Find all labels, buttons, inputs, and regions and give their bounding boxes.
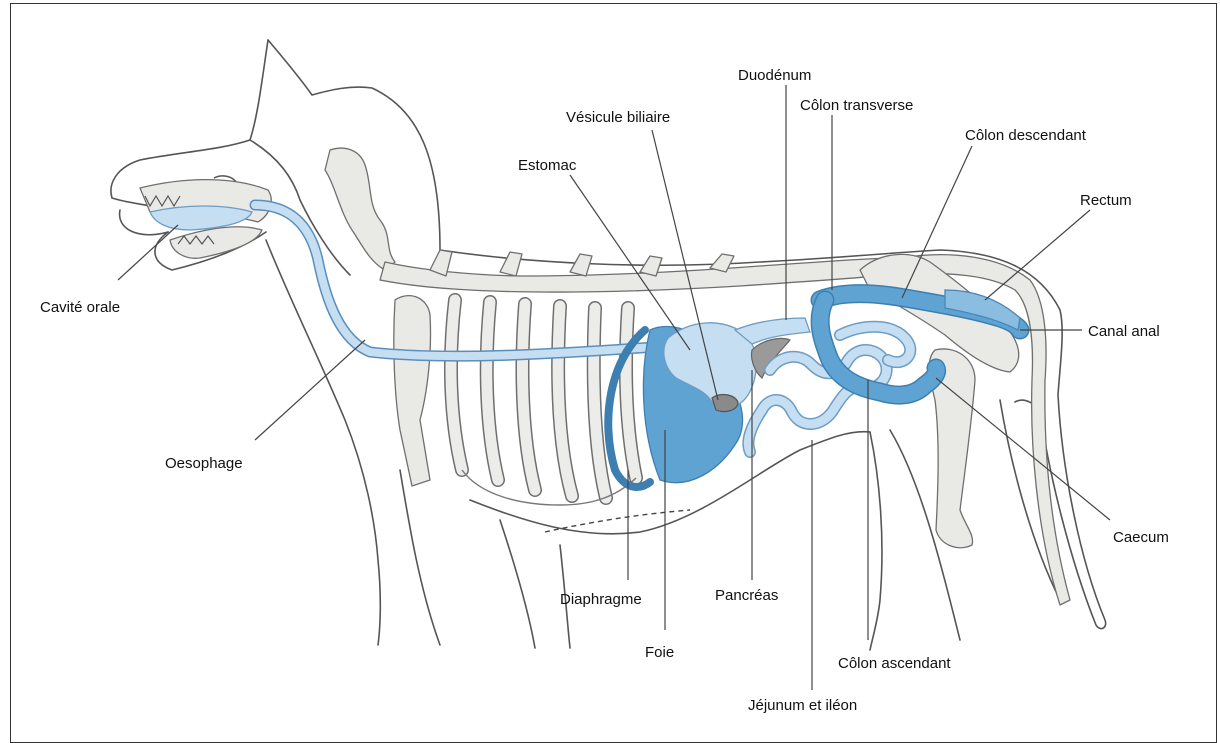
rib-2 bbox=[487, 302, 498, 480]
label-estomac: Estomac bbox=[518, 157, 577, 174]
label-jejunum-ileon: Jéjunum et iléon bbox=[748, 697, 857, 714]
leader-cavite-orale bbox=[118, 225, 178, 280]
label-colon-ascendant: Côlon ascendant bbox=[838, 655, 951, 672]
rib-6 bbox=[626, 308, 636, 478]
label-canal-anal: Canal anal bbox=[1088, 323, 1160, 340]
label-cavite-orale: Cavité orale bbox=[40, 299, 120, 316]
label-caecum: Caecum bbox=[1113, 529, 1169, 546]
label-colon-descendant: Côlon descendant bbox=[965, 127, 1087, 144]
label-diaphragme: Diaphragme bbox=[560, 591, 642, 608]
rib-3 bbox=[522, 304, 535, 490]
label-foie: Foie bbox=[645, 644, 674, 661]
rib-1 bbox=[451, 300, 462, 470]
digestive-organs bbox=[150, 205, 1020, 487]
rib-4 bbox=[558, 306, 572, 496]
label-rectum: Rectum bbox=[1080, 192, 1132, 209]
label-colon-transverse: Côlon transverse bbox=[800, 97, 913, 114]
label-pancreas: Pancréas bbox=[715, 587, 778, 604]
rib-5 bbox=[594, 308, 606, 498]
label-vesicule-biliaire: Vésicule biliaire bbox=[566, 109, 670, 126]
leader-rectum bbox=[985, 210, 1090, 300]
labels: Cavité orale Oesophage Estomac Vésicule … bbox=[40, 67, 1169, 714]
label-duodenum: Duodénum bbox=[738, 67, 811, 84]
leader-oesophage bbox=[255, 340, 365, 440]
gallbladder bbox=[712, 395, 738, 412]
label-oesophage: Oesophage bbox=[165, 455, 243, 472]
